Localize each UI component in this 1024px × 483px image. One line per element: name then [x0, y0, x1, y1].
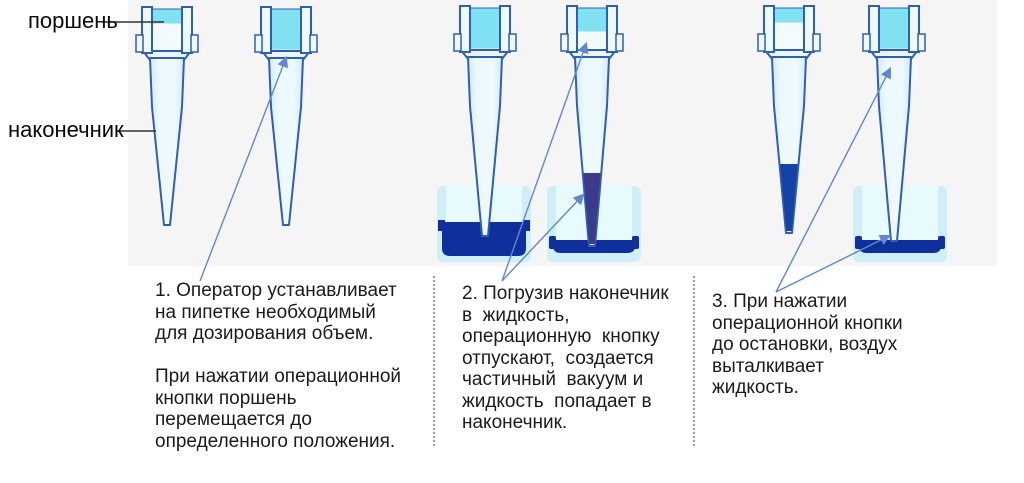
step-1-caption: 1. Оператор устанавливает на пипетке нео…	[155, 280, 402, 452]
pipette-4	[560, 5, 624, 247]
piston-4	[577, 8, 607, 32]
piston-1	[152, 9, 182, 24]
pipette-6	[862, 5, 926, 242]
step-2-caption: 2. Погрузив наконечник в жидкость, опера…	[462, 283, 669, 433]
step-3-caption: 3. При нажатии операционной кнопки до ос…	[712, 291, 903, 398]
tip-liquid-5	[780, 164, 798, 231]
callout-step3-to-dispensed-liquid	[775, 234, 892, 293]
step-divider-2	[693, 276, 695, 446]
pipette-2	[254, 6, 318, 226]
callout-step1-to-piston	[199, 55, 289, 282]
pipette-1	[135, 6, 199, 226]
pipette-3	[453, 5, 517, 237]
tip-label: наконечник	[8, 117, 124, 142]
callout-step2-to-tip-liquid	[501, 193, 585, 282]
callout-step2-to-piston	[501, 41, 589, 282]
piston-2	[271, 9, 301, 50]
piston-6	[879, 8, 909, 49]
callout-step3-to-piston	[775, 67, 892, 293]
beaker-liquid-low	[859, 240, 941, 253]
beaker-liquid-full	[442, 222, 526, 256]
pipette-5	[757, 5, 821, 234]
tip-liquid-4	[583, 173, 601, 244]
piston-label: поршень	[28, 8, 118, 33]
piston-3	[470, 8, 500, 49]
step-divider-1	[433, 276, 435, 446]
piston-5	[774, 8, 804, 23]
